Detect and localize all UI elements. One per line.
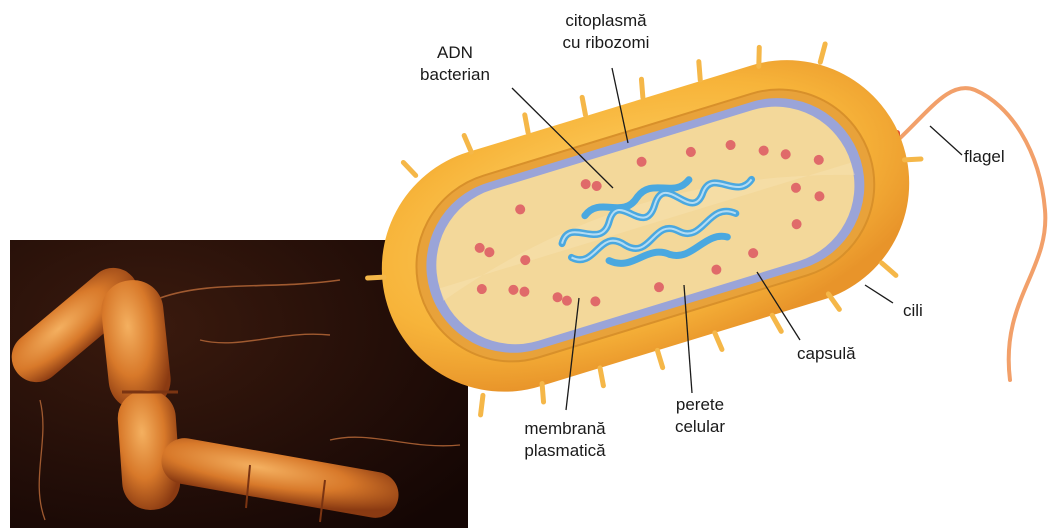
label-perete-line1: perete xyxy=(660,394,740,416)
label-capsula-text: capsulă xyxy=(797,343,856,365)
label-capsula: capsulă xyxy=(797,343,856,365)
label-adn-line1: ADN xyxy=(405,42,505,64)
label-adn-line2: bacterian xyxy=(405,64,505,86)
label-cili-text: cili xyxy=(903,300,923,322)
label-perete: perete celular xyxy=(660,394,740,438)
label-membrana: membrană plasmatică xyxy=(510,418,620,462)
label-cili: cili xyxy=(903,300,923,322)
label-citoplasma-line2: cu ribozomi xyxy=(547,32,665,54)
label-membrana-line1: membrană xyxy=(510,418,620,440)
label-perete-line2: celular xyxy=(660,416,740,438)
label-citoplasma-line1: citoplasmă xyxy=(547,10,665,32)
label-membrana-line2: plasmatică xyxy=(510,440,620,462)
label-flagel: flagel xyxy=(964,146,1005,168)
label-citoplasma: citoplasmă cu ribozomi xyxy=(547,10,665,54)
label-adn: ADN bacterian xyxy=(405,42,505,86)
flagellum xyxy=(898,88,1045,380)
label-flagel-text: flagel xyxy=(964,146,1005,168)
